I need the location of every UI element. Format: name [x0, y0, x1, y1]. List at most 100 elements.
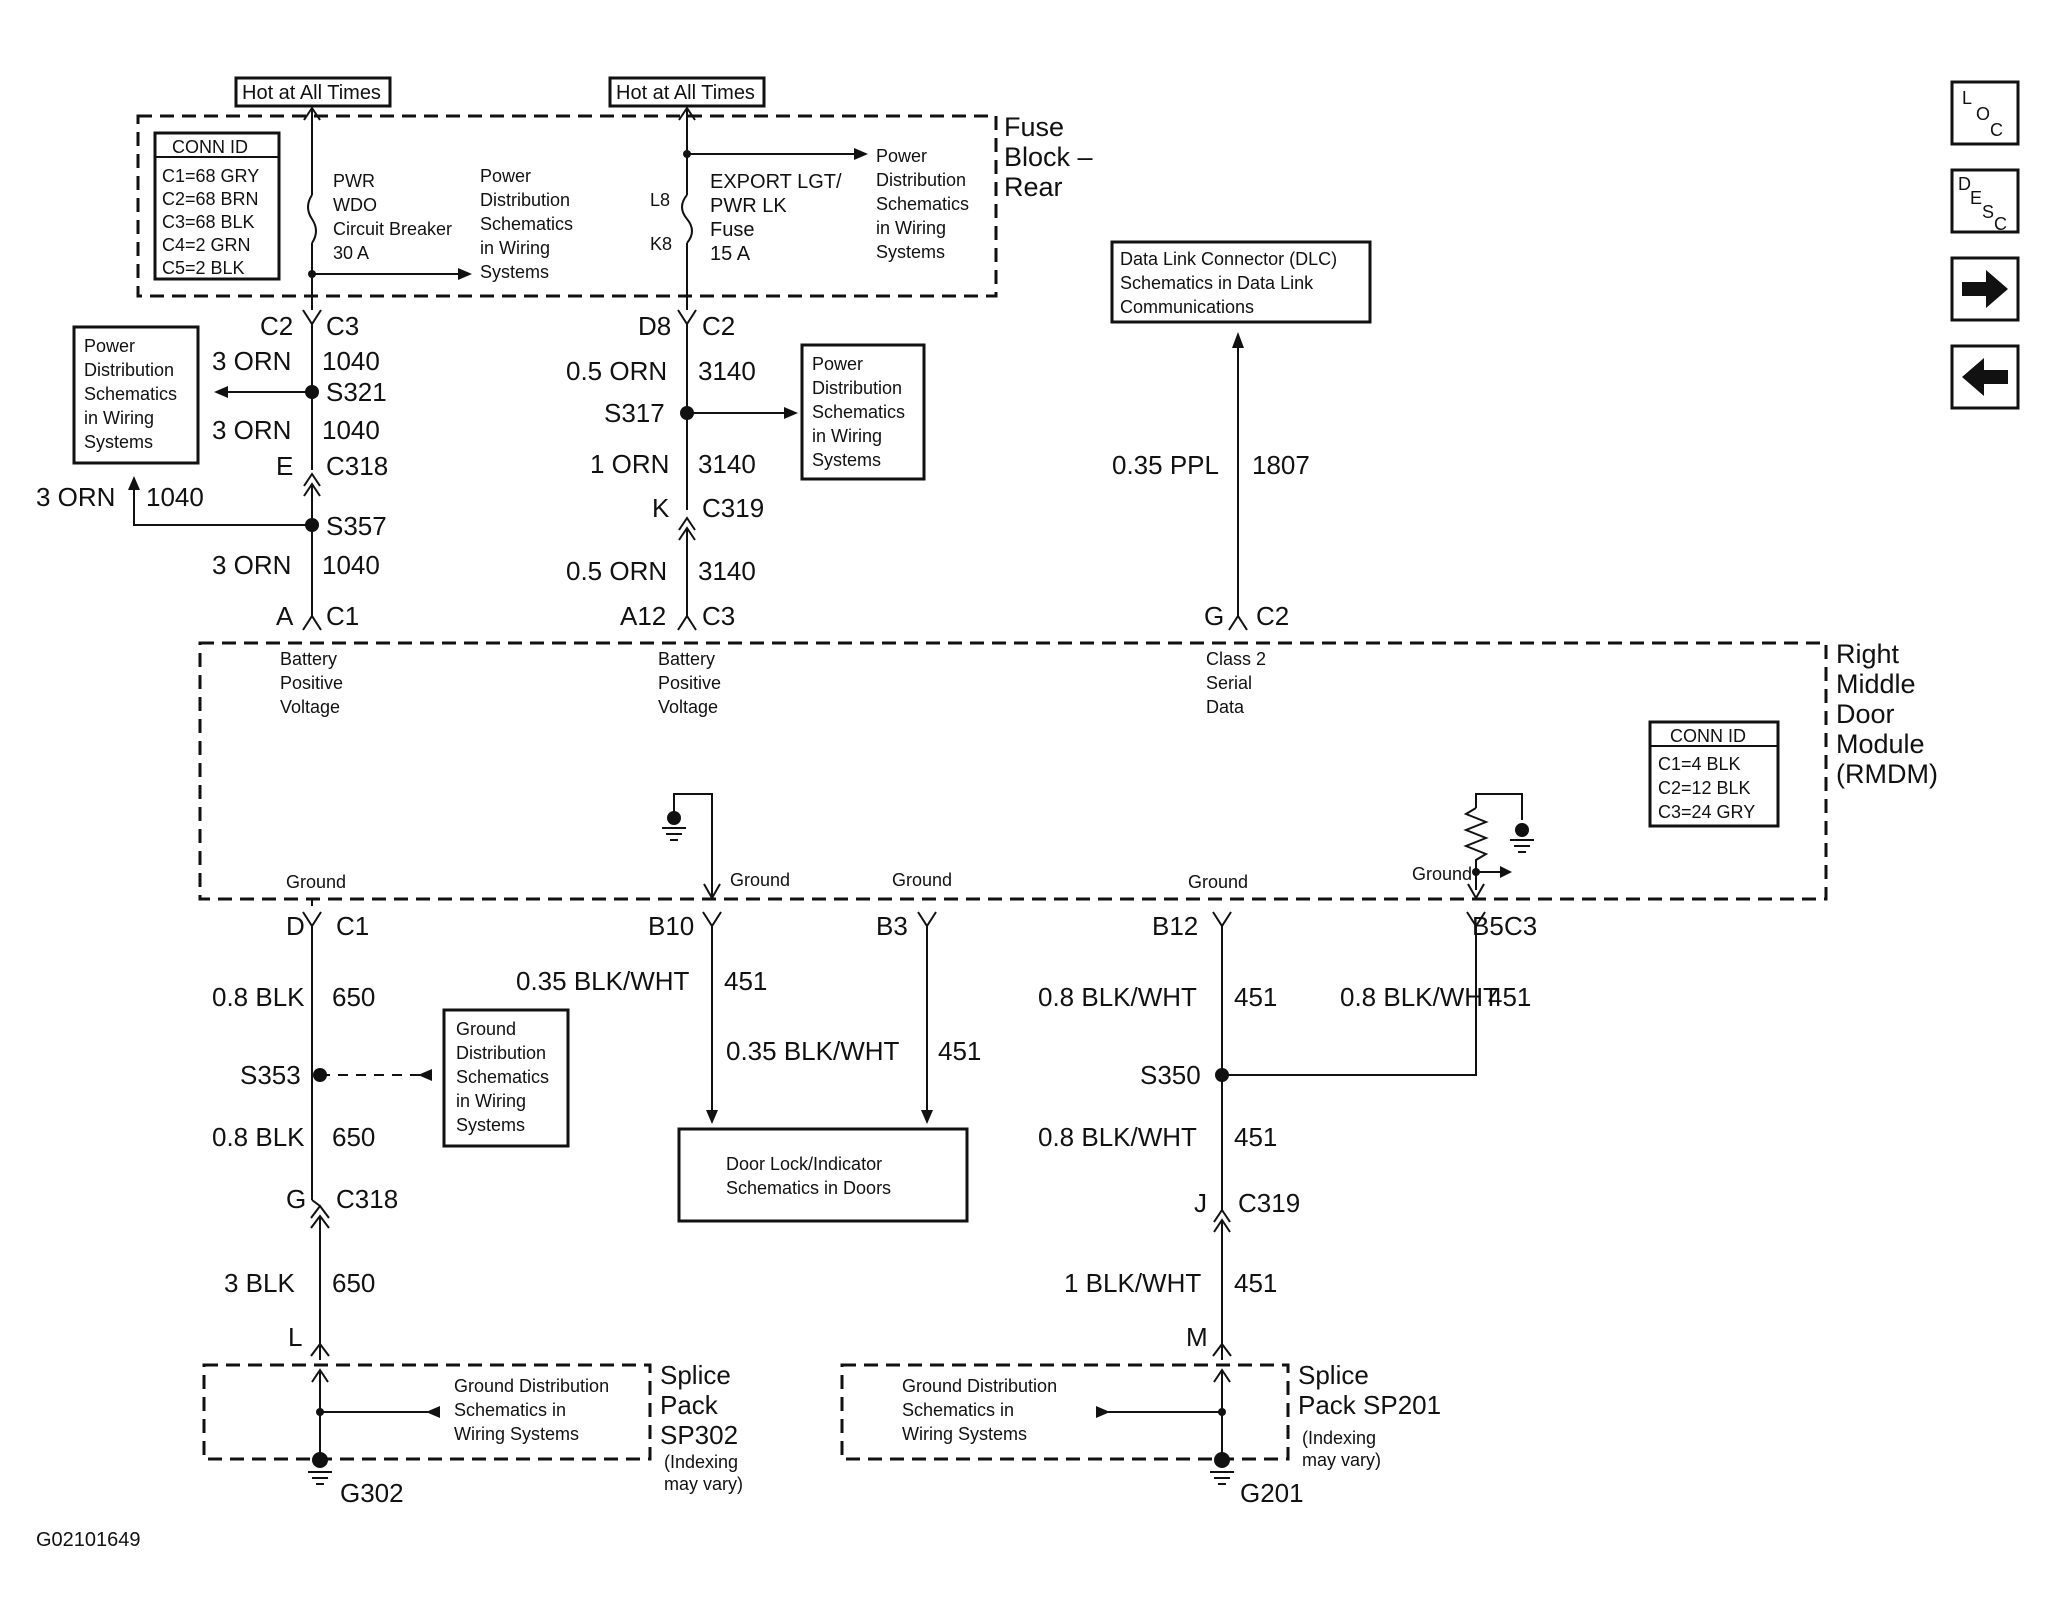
g650-num-c: 650 — [332, 1268, 375, 1298]
c3140-splice: S317 — [604, 398, 665, 428]
rmdm-name-1: Right — [1836, 639, 1900, 669]
back-button[interactable] — [1950, 344, 2020, 410]
g451-conn-mid-pin: J — [1194, 1188, 1207, 1218]
rmdm-conn-id-box — [1648, 720, 1780, 828]
breaker-label-1: PWR — [333, 171, 375, 191]
fuse-conn-id-4: C4=2 GRN — [162, 235, 251, 255]
fuse-conn-id-1: C1=68 GRY — [162, 166, 259, 186]
c1040-branch-wire: 3 ORN — [36, 482, 115, 512]
c3140-wire-a: 0.5 ORN — [566, 356, 667, 386]
power-distribution-left-ref[interactable]: Power Distribution Schematics in Wiring … — [72, 325, 200, 465]
desc-letter-s: S — [1982, 202, 1994, 222]
fuse-symbol — [681, 194, 693, 244]
c3140-conn-mid: C319 — [702, 493, 764, 523]
ground-icon — [1210, 1471, 1234, 1485]
g302-label: G302 — [340, 1478, 404, 1508]
ground-icon — [1510, 839, 1534, 853]
sp302-name-1: Splice — [660, 1360, 731, 1390]
b5-conn: C3 — [1504, 911, 1537, 941]
sp302-ref-1: Ground Distribution — [454, 1376, 609, 1396]
class2-1: Class 2 — [1206, 649, 1266, 669]
sp201-ref-2: Schematics in — [902, 1400, 1014, 1420]
forward-button[interactable] — [1950, 256, 2020, 322]
rmdm-conn-id-1: C1=4 BLK — [1658, 754, 1741, 774]
bpv2-1: Battery — [658, 649, 715, 669]
sp201-indexing-1: (Indexing — [1302, 1428, 1376, 1448]
pd-ref-fuse-left-3: Schematics — [480, 214, 573, 234]
desc-button[interactable]: D E S C — [1950, 168, 2020, 234]
circuit-1807: Data Link Connector (DLC) Schematics in … — [1110, 240, 1372, 631]
b12-pin: B12 — [1152, 911, 1198, 941]
rmdm-name-2: Middle — [1836, 669, 1916, 699]
c3140-conn-top: C2 — [702, 311, 735, 341]
c1040-num-a: 1040 — [322, 346, 380, 376]
c1040-conn-bot: C1 — [326, 601, 359, 631]
desc-letter-d: D — [1958, 174, 1971, 194]
g650-conn-mid-pin: G — [286, 1184, 306, 1214]
wire-b5: 0.8 BLK/WHT — [1340, 982, 1499, 1012]
c1040-conn-mid-pin: E — [276, 451, 293, 481]
loc-button[interactable]: L O C — [1950, 80, 2020, 146]
c3140-wire-b: 1 ORN — [590, 449, 669, 479]
pd-mid-4: in Wiring — [812, 426, 882, 446]
ground-650: D C1 0.8 BLK 650 S353 0.8 BLK 650 G C318… — [202, 899, 743, 1508]
pd-ref-fuse-right-3: Schematics — [876, 194, 969, 214]
g650-wire-b: 0.8 BLK — [212, 1122, 305, 1152]
door-lock-ref-box[interactable] — [677, 1127, 969, 1223]
sp201-name-1: Splice — [1298, 1360, 1369, 1390]
g451-conn-bot-pin: M — [1186, 1322, 1208, 1352]
rmdm-name-4: Module — [1836, 729, 1925, 759]
power-distribution-mid-ref[interactable]: Power Distribution Schematics in Wiring … — [800, 343, 926, 481]
bpv2-2: Positive — [658, 673, 721, 693]
pd-ref-fuse-right-2: Distribution — [876, 170, 966, 190]
hot-at-all-times-left: Hot at All Times — [242, 82, 381, 104]
fuse-conn-id-2: C2=68 BRN — [162, 189, 259, 209]
c1040-num-c: 1040 — [322, 550, 380, 580]
c1040-conn-bot-pin: A — [276, 601, 294, 631]
bpv1-2: Positive — [280, 673, 343, 693]
door-lock-ref-1: Door Lock/Indicator — [726, 1154, 882, 1174]
c1040-conn-top: C3 — [326, 311, 359, 341]
ground-distribution-ref[interactable]: Ground Distribution Schematics in Wiring… — [442, 1008, 570, 1148]
pd-mid-2: Distribution — [812, 378, 902, 398]
c1807-conn-pin: G — [1204, 601, 1224, 631]
sp201-indexing-2: may vary) — [1302, 1450, 1381, 1470]
num-b10: 451 — [724, 966, 767, 996]
pd-left-2: Distribution — [84, 360, 174, 380]
splice-s350 — [1215, 1068, 1229, 1082]
fuse-label-2: PWR LK — [710, 195, 787, 217]
c1040-branch-num: 1040 — [146, 482, 204, 512]
sp302-indexing-2: may vary) — [664, 1474, 743, 1494]
gnd-label-1: Ground — [286, 872, 346, 892]
sp302-indexing-1: (Indexing — [664, 1452, 738, 1472]
sp302-ref-3: Wiring Systems — [454, 1424, 579, 1444]
g650-wire-c: 3 BLK — [224, 1268, 295, 1298]
bpv1-1: Battery — [280, 649, 337, 669]
g650-wire-a: 0.8 BLK — [212, 982, 305, 1012]
desc-letter-e: E — [1970, 188, 1982, 208]
gd-ref-4: in Wiring — [456, 1091, 526, 1111]
fuse-block-name-3: Rear — [1004, 172, 1063, 202]
fuse-block-name-1: Fuse — [1004, 112, 1064, 142]
gd-ref-5: Systems — [456, 1115, 525, 1135]
g451-num-b: 451 — [1234, 1122, 1277, 1152]
c1807-wire: 0.35 PPL — [1112, 450, 1219, 480]
c1040-conn-top-pin: C2 — [260, 311, 293, 341]
dlc-ref-1: Data Link Connector (DLC) — [1120, 249, 1337, 269]
wire-b3: 0.35 BLK/WHT — [726, 1036, 900, 1066]
g650-conn-pin: D — [286, 911, 305, 941]
c1040-wire-a: 3 ORN — [212, 346, 291, 376]
dlc-ref-box[interactable] — [1110, 240, 1372, 324]
c1040-num-b: 1040 — [322, 415, 380, 445]
g201-label: G201 — [1240, 1478, 1304, 1508]
fuse-label-4: 15 A — [710, 243, 751, 265]
b3-pin: B3 — [876, 911, 908, 941]
num-b5: 451 — [1488, 982, 1531, 1012]
sp201-name-2: Pack SP201 — [1298, 1390, 1441, 1420]
fuse-label-3: Fuse — [710, 219, 754, 241]
pd-ref-fuse-left-5: Systems — [480, 262, 549, 282]
class2-2: Serial — [1206, 673, 1252, 693]
g650-splice: S353 — [240, 1060, 301, 1090]
g451-wire-b: 0.8 BLK/WHT — [1038, 1122, 1197, 1152]
c3140-conn-bot-pin: A12 — [620, 601, 666, 631]
